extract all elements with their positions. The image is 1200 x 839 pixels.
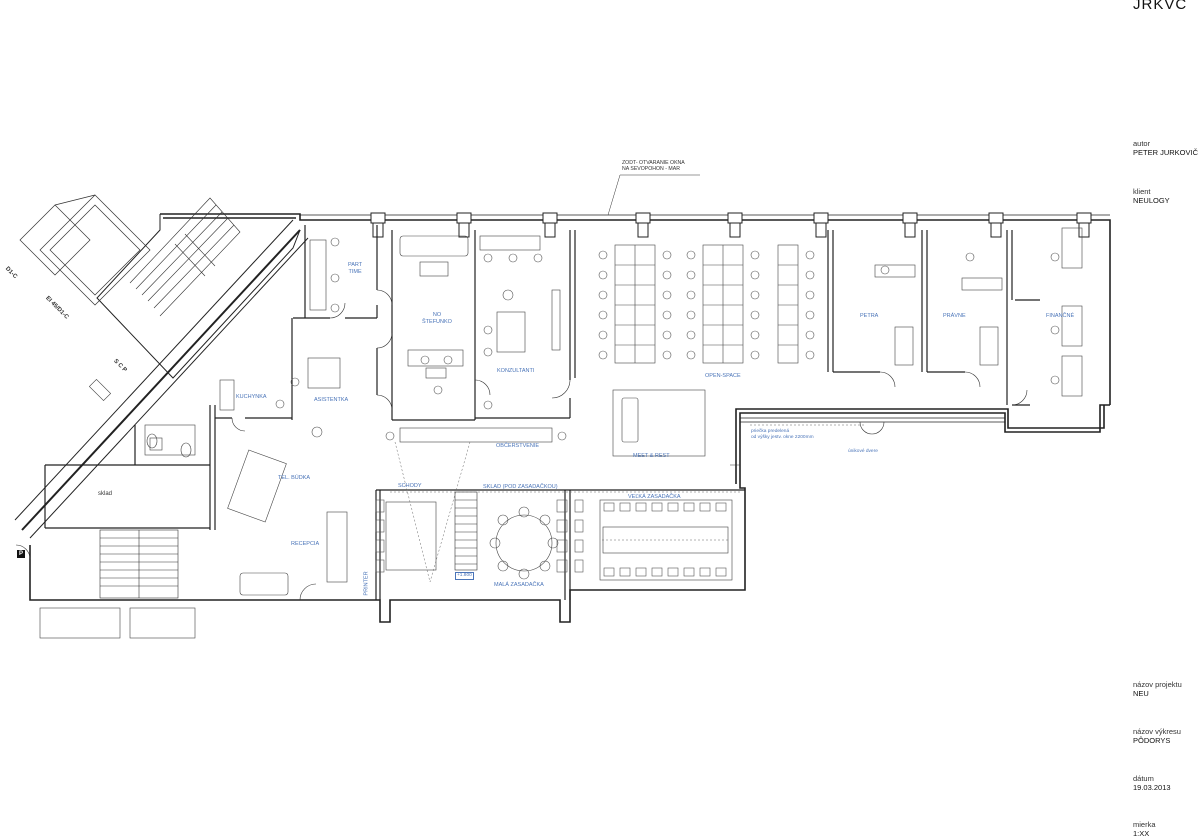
room-asistentka: ASISTENTKA: [314, 397, 349, 403]
brand-logo: JRKVC: [1133, 0, 1188, 13]
room-sklad: sklad: [98, 491, 113, 497]
room-no-line2: ŠTEFUNKO: [422, 319, 452, 325]
room-kuchynka: KUCHYNKA: [236, 394, 267, 400]
drawing-label: názov výkresu: [1133, 727, 1181, 736]
restroom: [39, 424, 196, 639]
partition-note-line1: priečka predelená: [751, 429, 790, 434]
room-recepcia: RECEPCIA: [291, 541, 320, 547]
elevator-block: [19, 194, 151, 306]
scale-block: mierka 1:XX: [1133, 820, 1156, 838]
room-konzultanti: KONZULTANTI: [497, 368, 535, 374]
partition-note-line2: od výšky jestv. okne 2200mm: [751, 435, 814, 440]
escape-door-note: únikové dvere: [848, 449, 878, 454]
room-sklad-pod: SKLAD (POD ZASADAČKOU): [483, 484, 558, 490]
drawing-block: názov výkresu PÔDORYS: [1133, 727, 1181, 745]
room-no-line1: NO: [432, 312, 442, 318]
open-space-desks: [614, 244, 799, 364]
p-label: P: [17, 550, 26, 558]
scale-value: 1:XX: [1133, 829, 1150, 838]
room-printer: PRINTER: [363, 571, 370, 596]
project-label: názov projektu: [1133, 680, 1182, 689]
author-block: autor PETER JURKOVIČ: [1133, 139, 1198, 157]
glass-partition: [740, 417, 1005, 423]
room-tel-budka: TEL. BÚDKA: [278, 475, 311, 481]
room-mala-zasadacka: MALÁ ZASADAČKA: [494, 582, 544, 588]
outer-walls: [14, 213, 1111, 623]
room-part-time-line1: PART: [348, 262, 363, 268]
window-piers: [370, 212, 1092, 238]
client-block: klient NEULOGY: [1133, 187, 1170, 205]
room-velka-zasadacka: VEĽKÁ ZASADAČKA: [628, 494, 681, 500]
partition-note: priečka predelená od výšky jestv. okne 2…: [751, 429, 814, 441]
drawing-value: PÔDORYS: [1133, 736, 1171, 745]
level-note: +1.800: [455, 572, 474, 580]
window-note: ZODT- OTVARANIE OKNA NA SEVOPOHON - MAR: [622, 160, 685, 172]
room-obcerstvenie: OBČERSTVENIE: [496, 443, 540, 449]
date-block: dátum 19.03.2013: [1133, 774, 1171, 792]
room-part-time-line2: TIME: [348, 269, 362, 275]
project-value: NEU: [1133, 689, 1149, 698]
room-part-time: PART TIME: [348, 262, 362, 276]
meeting-chairs: [375, 499, 727, 580]
scale-label: mierka: [1133, 820, 1156, 829]
room-financne: FINANČNÉ: [1046, 313, 1075, 319]
main-stair: [99, 197, 478, 599]
dashed-lines: [390, 424, 865, 583]
room-pravne: PRÁVNE: [943, 313, 966, 319]
window-note-line1: ZODT- OTVARANIE OKNA: [622, 160, 685, 166]
room-open-space: OPEN-SPACE: [705, 373, 741, 379]
client-label: klient: [1133, 187, 1151, 196]
date-label: dátum: [1133, 774, 1154, 783]
furniture: [88, 227, 1083, 596]
leader-lines: [607, 174, 740, 466]
room-petra: PETRA: [860, 313, 879, 319]
window-note-line2: NA SEVOPOHON - MAR: [622, 166, 680, 172]
chairs: [275, 237, 1060, 441]
room-meet-rest: MEET & REST: [633, 453, 670, 459]
door-swings: [15, 289, 1028, 601]
interior-walls: [44, 225, 1040, 600]
client-value: NEULOGY: [1133, 196, 1170, 205]
date-value: 19.03.2013: [1133, 783, 1171, 792]
room-no: NO ŠTEFUNKO: [422, 312, 452, 326]
room-schody: SCHODY: [398, 483, 422, 489]
project-block: názov projektu NEU: [1133, 680, 1182, 698]
author-label: autor: [1133, 139, 1151, 148]
author-value: PETER JURKOVIČ: [1133, 148, 1199, 157]
